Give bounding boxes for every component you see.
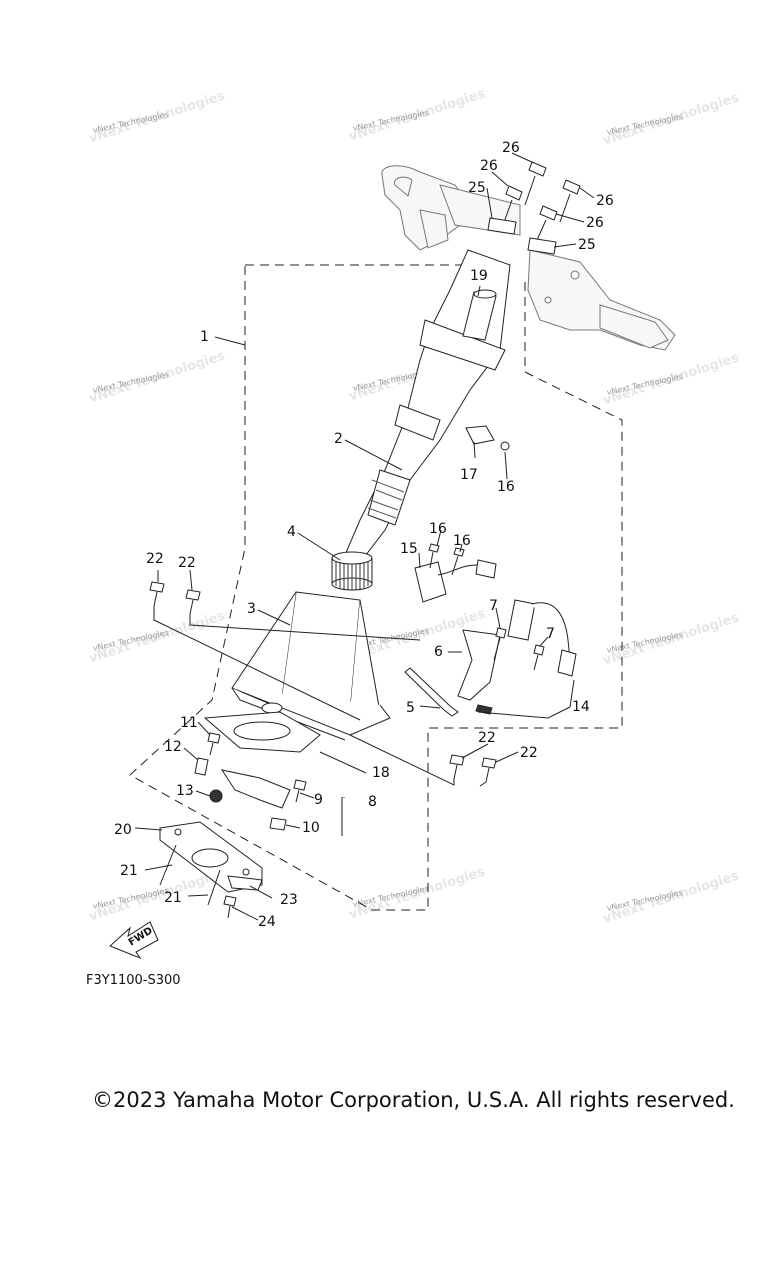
callout-21: 21 (120, 863, 138, 879)
callout-16: 16 (497, 479, 515, 495)
callout-5: 5 (406, 700, 415, 716)
callout-22: 22 (520, 745, 538, 761)
callout-25: 25 (578, 237, 596, 253)
callout-26: 26 (502, 140, 520, 156)
bracket-8-group (194, 732, 307, 831)
bushing-4 (331, 551, 373, 591)
clamp-25-left (487, 217, 517, 235)
screw-24 (223, 895, 237, 919)
callout-18: 18 (372, 765, 390, 781)
callout-22: 22 (178, 555, 196, 571)
callout-10: 10 (302, 820, 320, 836)
callout-11: 11 (180, 715, 198, 731)
callout-26: 26 (586, 215, 604, 231)
handlebar (381, 165, 676, 351)
callout-23: 23 (280, 892, 298, 908)
callout-26: 26 (480, 158, 498, 174)
diagram-code: F3Y1100-S300 (86, 973, 181, 988)
fwd-arrow-icon (109, 921, 159, 960)
callout-1: 1 (200, 329, 209, 345)
callout-9: 9 (314, 792, 323, 808)
callout-4: 4 (287, 524, 296, 540)
callout-3: 3 (247, 601, 256, 617)
callout-24: 24 (258, 914, 276, 930)
callout-13: 13 (176, 783, 194, 799)
callout-8: 8 (368, 794, 377, 810)
callout-21: 21 (164, 890, 182, 906)
handlebar-bolts-26 (501, 161, 581, 241)
housing-3 (231, 591, 391, 741)
callout-14: 14 (572, 699, 590, 715)
pin-21-right (207, 869, 221, 906)
callout-2: 2 (334, 431, 343, 447)
callout-22: 22 (146, 551, 164, 567)
callout-numbers: 1 2 3 4 5 6 7 7 8 9 10 11 12 13 14 15 16… (114, 140, 614, 930)
callout-12: 12 (164, 739, 182, 755)
callout-26: 26 (596, 193, 614, 209)
callout-6: 6 (434, 644, 443, 660)
callout-19: 19 (470, 268, 488, 284)
callout-16: 16 (453, 533, 471, 549)
copyright-notice: ©2023 Yamaha Motor Corporation, U.S.A. A… (92, 1088, 735, 1112)
switch-15 (414, 543, 497, 603)
callout-16: 16 (429, 521, 447, 537)
sensor-17 (465, 425, 510, 451)
pin-21-left (159, 844, 177, 886)
callout-20: 20 (114, 822, 132, 838)
callout-7: 7 (489, 598, 498, 614)
callout-17: 17 (460, 467, 478, 483)
callout-25: 25 (468, 180, 486, 196)
cable-tie-5 (404, 667, 459, 717)
cover-19 (462, 289, 497, 341)
callout-15: 15 (400, 541, 418, 557)
clamp-25-right (527, 237, 557, 255)
callout-22: 22 (478, 730, 496, 746)
callout-7: 7 (546, 626, 555, 642)
gasket-18 (203, 711, 321, 753)
plate-20 (159, 821, 263, 893)
assembly-boundary-dashed (129, 264, 623, 911)
leader-lines (134, 152, 595, 921)
sensor-14 (457, 599, 577, 715)
bolts-22 (149, 581, 497, 783)
